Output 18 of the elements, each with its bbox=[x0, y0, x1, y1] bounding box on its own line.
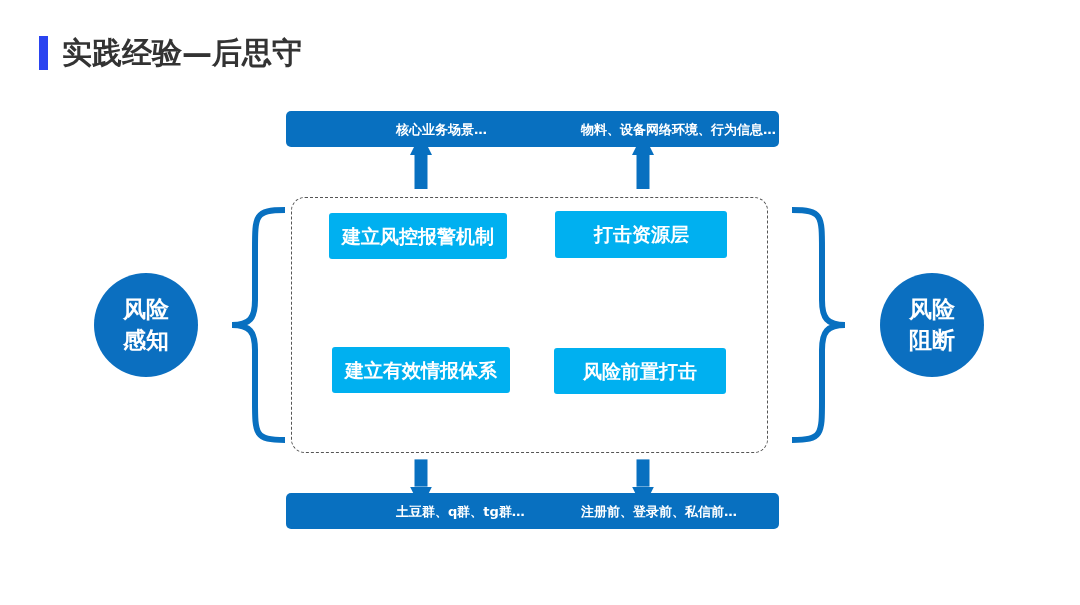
box-text: 建立风控报警机制 bbox=[342, 223, 494, 249]
circle-text: 风险阻断 bbox=[908, 294, 956, 355]
info-bar bbox=[286, 493, 779, 529]
bar-text: 注册前、登录前、私信前… bbox=[581, 503, 737, 521]
dashed-container bbox=[291, 197, 768, 453]
slide-title: 实践经验—后思守 bbox=[62, 34, 302, 72]
action-box bbox=[329, 213, 507, 259]
box-text: 风险前置打击 bbox=[583, 358, 697, 384]
info-bar bbox=[286, 111, 779, 147]
action-box bbox=[332, 347, 510, 393]
bar-text: 核心业务场景… bbox=[396, 121, 487, 139]
bar-text: 物料、设备网络环境、行为信息… bbox=[581, 121, 776, 139]
action-box bbox=[555, 211, 727, 258]
action-box bbox=[554, 348, 726, 394]
box-text: 建立有效情报体系 bbox=[345, 357, 497, 383]
bar-text: 土豆群、q群、tg群… bbox=[396, 503, 525, 521]
box-text: 打击资源层 bbox=[593, 222, 689, 248]
circle-text: 风险感知 bbox=[122, 294, 170, 355]
